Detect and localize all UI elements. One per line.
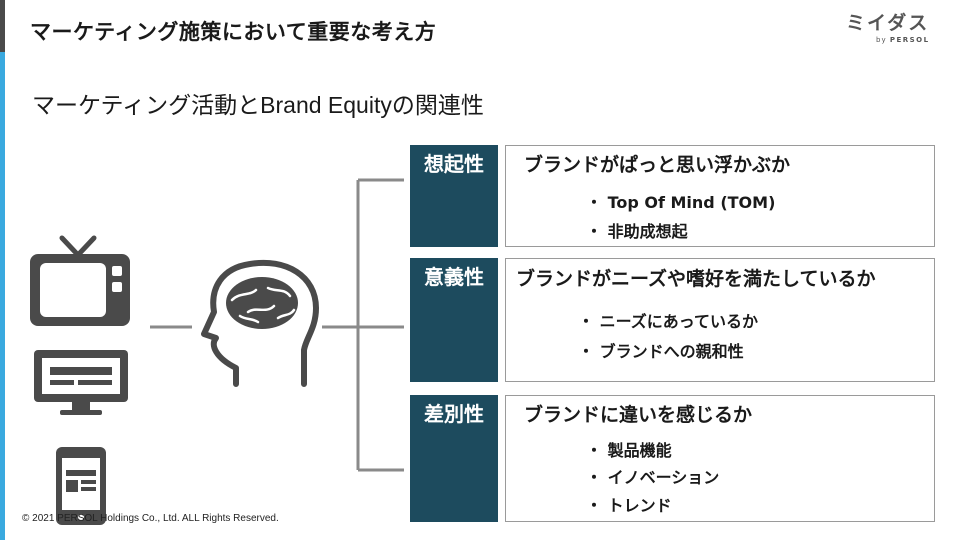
category-bullet: ・ イノベーション bbox=[586, 468, 720, 487]
category-bullet: ・ Top Of Mind (TOM) bbox=[586, 193, 776, 212]
category-panel-recall: ブランドがぱっと思い浮かぶか ・ Top Of Mind (TOM) ・ 非助成… bbox=[505, 145, 935, 247]
tv-icon bbox=[30, 235, 130, 326]
category-bullet: ・ 製品機能 bbox=[586, 441, 672, 460]
desktop-monitor-icon bbox=[34, 350, 128, 415]
bracket bbox=[356, 178, 404, 472]
category-heading: ブランドがぱっと思い浮かぶか bbox=[524, 154, 791, 176]
page-title: マーケティング施策において重要な考え方 bbox=[30, 20, 437, 44]
category-heading: ブランドがニーズや嗜好を満たしているか bbox=[516, 268, 876, 290]
logo-brand: PERSOL bbox=[889, 36, 930, 44]
copyright-notice: © 2021 PERSOL Holdings Co., Ltd. ALL Rig… bbox=[22, 513, 279, 524]
accent-bar bbox=[0, 0, 5, 540]
category-bullet: ・ 非助成想起 bbox=[586, 222, 688, 241]
category-bullet: ・ ニーズにあっているか bbox=[578, 312, 758, 331]
category-bullet: ・ トレンド bbox=[586, 496, 672, 515]
category-panel-meaning: ブランドがニーズや嗜好を満たしているか ・ ニーズにあっているか ・ ブランドへ… bbox=[505, 258, 935, 382]
category-label-recall: 想起性 bbox=[410, 145, 498, 247]
category-heading: ブランドに違いを感じるか bbox=[524, 404, 753, 426]
logo-by: by bbox=[876, 36, 887, 44]
slide-subtitle: マーケティング活動とBrand Equityの関連性 bbox=[32, 92, 484, 118]
category-panel-difference: ブランドに違いを感じるか ・ 製品機能 ・ イノベーション ・ トレンド bbox=[505, 395, 935, 522]
brand-logo: ミイダス by PERSOL bbox=[846, 12, 946, 46]
logo-subline: by PERSOL bbox=[876, 36, 930, 44]
category-bullet: ・ ブランドへの親和性 bbox=[578, 342, 744, 361]
head-brain-icon bbox=[201, 259, 319, 387]
accent-bar-top bbox=[0, 0, 5, 52]
category-label-difference: 差別性 bbox=[410, 395, 498, 522]
logo-wordmark: ミイダス bbox=[846, 12, 930, 34]
category-label-meaning: 意義性 bbox=[410, 258, 498, 382]
